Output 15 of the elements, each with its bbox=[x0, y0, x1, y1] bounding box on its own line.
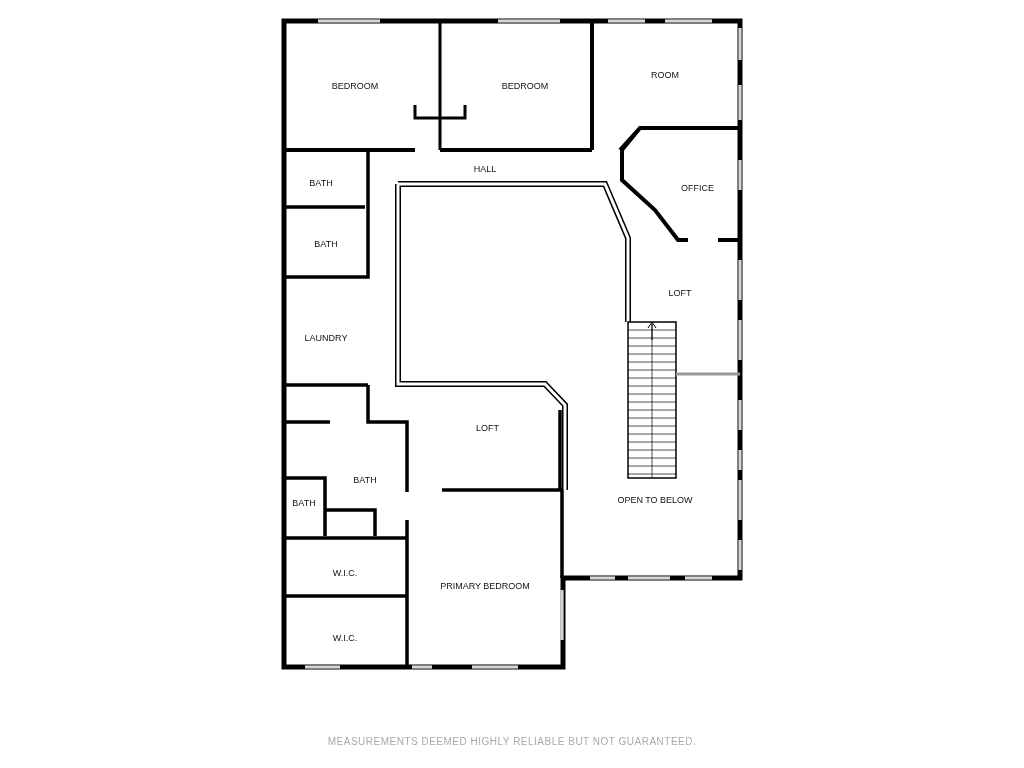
room-label: BATH bbox=[330, 450, 400, 510]
room-label: BATH bbox=[286, 215, 366, 273]
room-label: LOFT bbox=[420, 395, 555, 460]
room-label: W.I.C. bbox=[286, 600, 404, 675]
footer-note: MEASUREMENTS DEEMED HIGHLY RELIABLE BUT NOT GUARANTEED. bbox=[326, 736, 698, 747]
room-label: LOFT bbox=[630, 260, 730, 325]
room-label: BEDROOM bbox=[285, 22, 425, 150]
room-label: BATH bbox=[286, 160, 356, 205]
room-label: PRIMARY BEDROOM bbox=[412, 510, 558, 662]
room-label: HALL bbox=[420, 155, 550, 183]
room-label: BATH bbox=[286, 485, 322, 520]
room-label: W.I.C. bbox=[286, 545, 404, 600]
room-label: OFFICE bbox=[660, 150, 735, 225]
room-label: OPEN TO BELOW bbox=[575, 420, 735, 580]
room-label: LAUNDRY bbox=[286, 290, 366, 385]
